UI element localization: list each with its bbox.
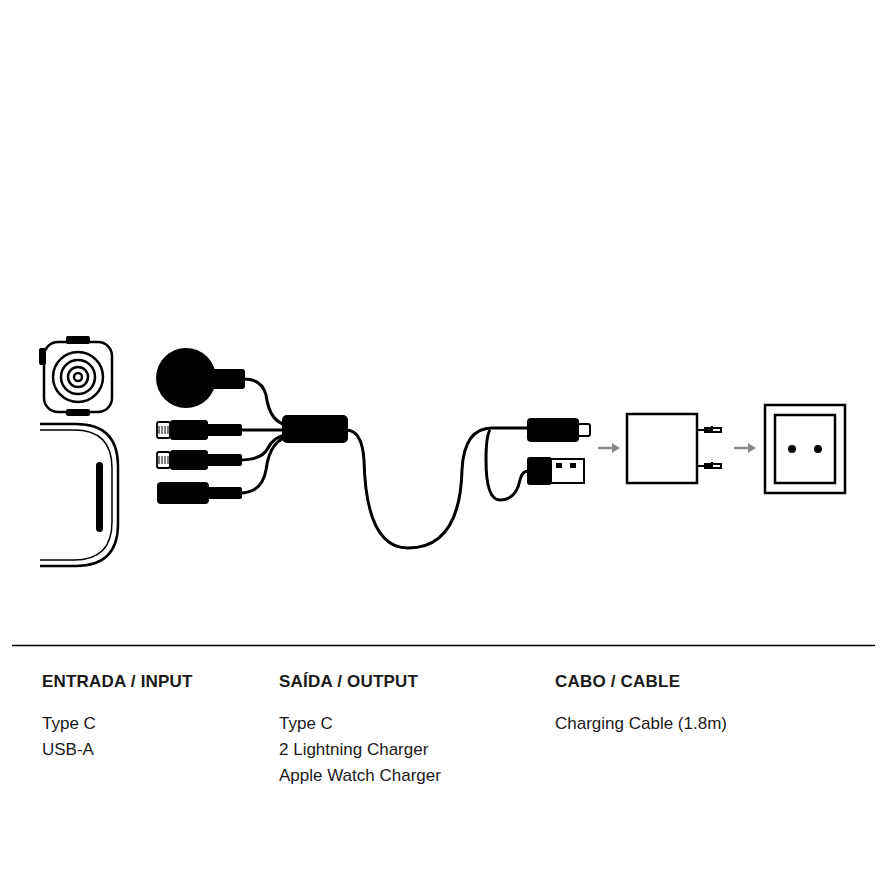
column-heading: SAÍDA / OUTPUT (279, 672, 418, 692)
spec-text: Type C (279, 714, 333, 734)
spec-text: Apple Watch Charger (279, 766, 441, 786)
spec-text: 2 Lightning Charger (279, 740, 428, 760)
column-heading: CABO / CABLE (555, 672, 680, 692)
spec-text: USB-A (42, 740, 94, 760)
spec-text: Charging Cable (1.8m) (555, 714, 727, 734)
spec-text: Type C (42, 714, 96, 734)
column-heading: ENTRADA / INPUT (42, 672, 193, 692)
